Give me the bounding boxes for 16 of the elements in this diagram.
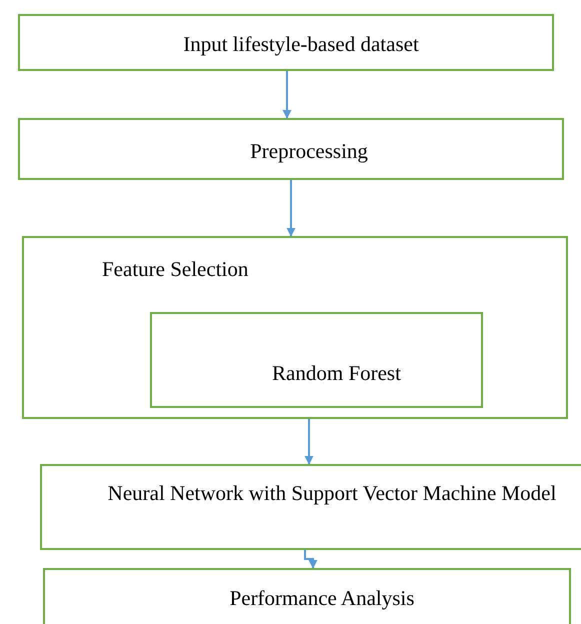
process-box bbox=[18, 14, 554, 71]
box-label: Feature Selection bbox=[102, 256, 250, 283]
process-box bbox=[22, 236, 568, 419]
process-box bbox=[150, 312, 483, 408]
process-box bbox=[43, 568, 571, 624]
arrow bbox=[282, 71, 292, 119]
process-box bbox=[18, 118, 564, 180]
arrow bbox=[304, 550, 318, 569]
arrow bbox=[286, 180, 296, 237]
box-label: Random Forest bbox=[271, 360, 402, 387]
box-label: Preprocessing bbox=[249, 138, 369, 165]
box-label: Neural Network with Support Vector Machine Model bbox=[106, 480, 558, 507]
box-label: Input lifestyle-based dataset bbox=[182, 31, 420, 58]
arrow bbox=[304, 419, 314, 465]
process-box bbox=[40, 464, 581, 550]
box-label: Performance Analysis bbox=[228, 585, 416, 612]
